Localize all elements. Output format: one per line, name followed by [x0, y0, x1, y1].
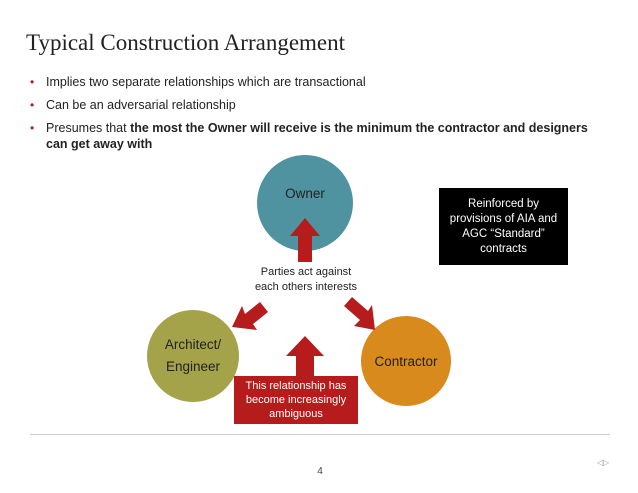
slide-title: Typical Construction Arrangement: [26, 30, 346, 55]
parties-label: Parties act against each others interest…: [250, 265, 362, 295]
page-number: 4: [317, 466, 323, 477]
arrow-to-architect: [232, 302, 268, 330]
bullet-icon: •: [30, 75, 35, 89]
architect-label-line2: Engineer: [165, 359, 221, 374]
owner-label: Owner: [285, 185, 325, 201]
bullet-text: Presumes that: [46, 121, 131, 135]
parties-label-line1: Parties act against: [260, 266, 352, 278]
owner-circle: Owner: [257, 155, 353, 251]
architect-label-line1: Architect/: [164, 337, 222, 352]
bullet-text: Can be an adversarial relationship: [46, 98, 236, 112]
relationship-box: This relationship has become increasingl…: [234, 376, 358, 424]
bullet-icon: •: [30, 121, 35, 135]
bullet-list: • Implies two separate relationships whi…: [28, 74, 588, 159]
reinforced-box: Reinforced by provisions of AIA and AGC …: [439, 188, 568, 265]
architect-circle: Architect/ Engineer: [147, 310, 239, 402]
reinforced-text: Reinforced by provisions of AIA and AGC …: [449, 197, 558, 255]
contractor-circle: Contractor: [361, 316, 451, 406]
footer-divider: [30, 434, 610, 435]
parties-label-line2: each others interests: [254, 281, 358, 293]
bullet-item: • Can be an adversarial relationship: [28, 97, 588, 113]
bullet-item: • Presumes that the most the Owner will …: [28, 120, 588, 152]
arrow-up-owner: [290, 218, 320, 262]
contractor-label: Contractor: [374, 353, 438, 369]
bullet-item: • Implies two separate relationships whi…: [28, 74, 588, 90]
bullet-text: Implies two separate relationships which…: [46, 75, 366, 89]
arrow-to-contractor: [344, 297, 375, 330]
bullet-bold-text: the most the Owner will receive is the m…: [46, 121, 588, 151]
slide-corner-icon: ◁▷: [597, 458, 610, 467]
relationship-text: This relationship has become increasingl…: [245, 380, 347, 420]
bullet-icon: •: [30, 98, 35, 112]
arrow-up-relationship: [286, 336, 324, 376]
